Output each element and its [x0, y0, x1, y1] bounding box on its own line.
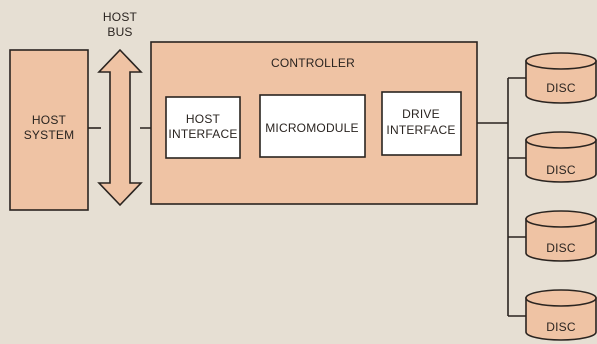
- disc-2: DISC: [525, 131, 597, 183]
- disc-4-top: [525, 289, 597, 307]
- host-system-block: [9, 49, 89, 211]
- disc-3-top: [525, 210, 597, 228]
- disc-1-top: [525, 52, 597, 70]
- disc-1-body: [525, 60, 597, 104]
- host-bus-label-line-1: HOST: [103, 10, 138, 24]
- drive-interface-label-line-1: DRIVE: [402, 107, 440, 121]
- disc-3-body: [525, 218, 597, 262]
- disc-1-label: DISC: [546, 81, 576, 95]
- host-interface-label-line-1: HOST: [186, 112, 221, 126]
- disc-2-top: [525, 131, 597, 149]
- disc-4: DISC: [525, 289, 597, 341]
- host-system-label-line-2: SYSTEM: [24, 128, 75, 142]
- disc-3-label: DISC: [546, 241, 576, 255]
- host-bus-label-line-2: BUS: [107, 25, 132, 39]
- disc-2-body: [525, 139, 597, 183]
- host-system-label-line-1: HOST: [32, 113, 67, 127]
- disc-4-label: DISC: [546, 320, 576, 334]
- disc-1: DISC: [525, 52, 597, 104]
- drive-interface-label-line-2: INTERFACE: [386, 123, 455, 137]
- host-bus-arrow: [97, 48, 143, 207]
- disc-3: DISC: [525, 210, 597, 262]
- micromodule-block: [259, 94, 366, 158]
- drive-interface-block: [381, 91, 462, 156]
- disc-4-body: [525, 297, 597, 341]
- host-interface-block: [165, 96, 241, 159]
- disc-2-label: DISC: [546, 163, 576, 177]
- controller-label: CONTROLLER: [271, 56, 355, 70]
- host-interface-label-line-2: INTERFACE: [168, 127, 237, 141]
- micromodule-label: MICROMODULE: [265, 121, 359, 135]
